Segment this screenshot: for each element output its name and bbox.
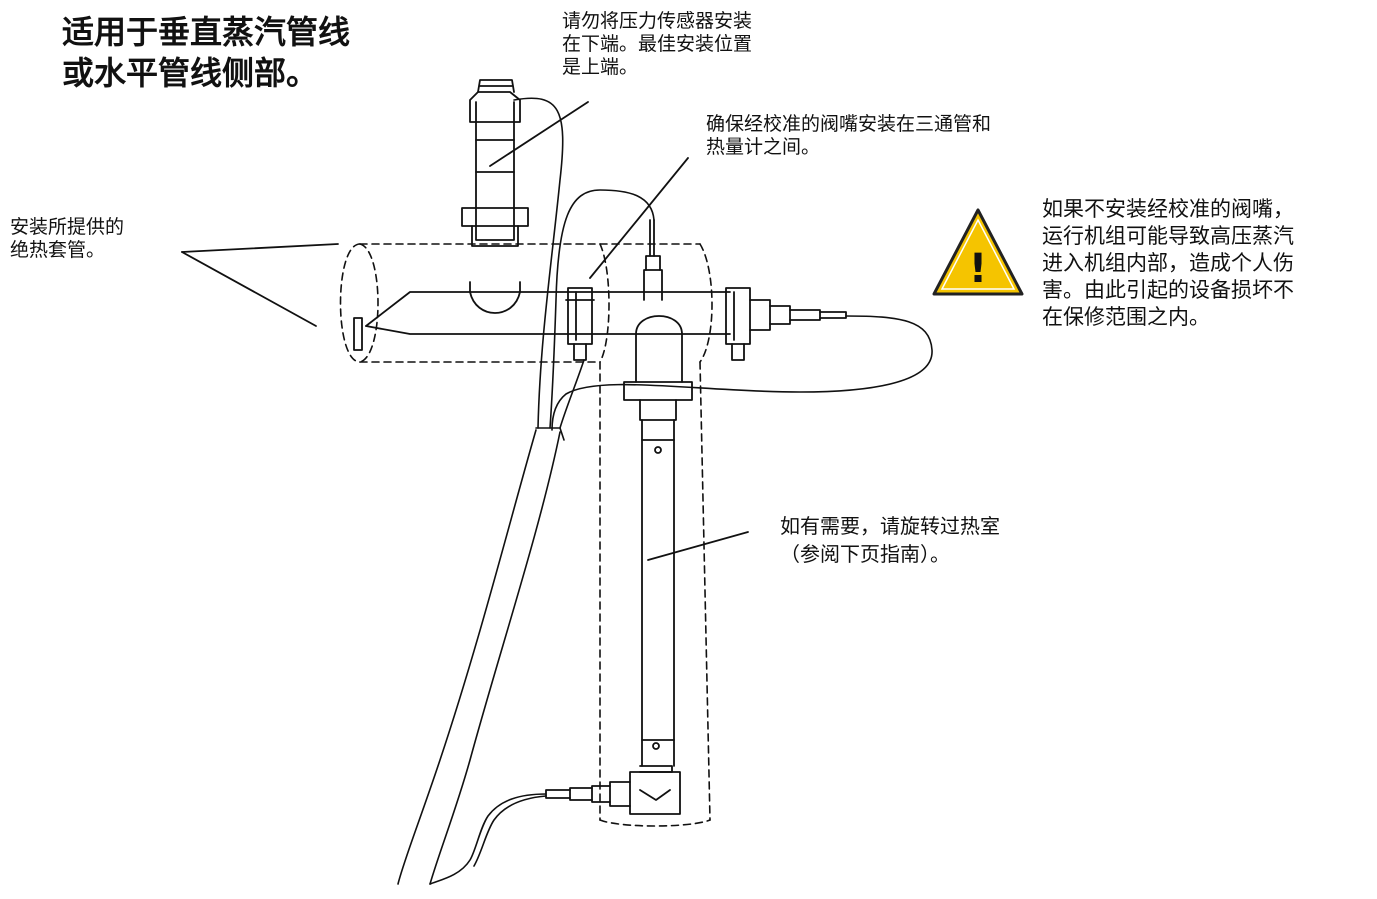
thermocouple-fitting-left xyxy=(565,287,595,361)
title-line-1: 适用于垂直蒸汽管线 xyxy=(62,13,351,51)
leader-line-orifice xyxy=(589,157,689,279)
rotate-callout: 如有需要，请旋转过热室 （参阅下页指南）。 xyxy=(780,512,1000,568)
insulation-callout-line-2: 绝热套管。 xyxy=(10,239,106,261)
warning-triangle-icon: ! xyxy=(930,206,1026,298)
pressure-sensor xyxy=(461,79,529,247)
rotate-callout-line-1: 如有需要，请旋转过热室 xyxy=(780,514,1000,538)
superheat-chamber xyxy=(623,381,693,767)
warning-text: 如果不安装经校准的阀嘴， 运行机组可能导致高压蒸汽 进入机组内部，造成个人伤 害… xyxy=(1042,196,1294,331)
warning-line-3: 进入机组内部，造成个人伤 xyxy=(1042,251,1294,275)
orifice-callout-line-2: 热量计之间。 xyxy=(706,136,821,158)
orifice-callout-line-1: 确保经校准的阀嘴安装在三通管和 xyxy=(706,113,992,135)
warning-line-5: 在保修范围之内。 xyxy=(1042,305,1210,329)
warning-line-2: 运行机组可能导致高压蒸汽 xyxy=(1042,224,1294,248)
leader-line-insulation-1 xyxy=(181,243,339,253)
cable-bundle xyxy=(397,97,933,885)
sensor-callout-line-1: 请勿将压力传感器安装 xyxy=(562,10,753,32)
bottom-elbow-fitting xyxy=(545,765,681,815)
sensor-callout-line-3: 是上端。 xyxy=(562,56,639,78)
rotate-callout-line-2: （参阅下页指南）。 xyxy=(780,542,950,566)
page-title: 适用于垂直蒸汽管线 或水平管线侧部。 xyxy=(62,12,402,94)
warning-line-4: 害。由此引起的设备损坏不 xyxy=(1042,278,1294,302)
tee-fitting xyxy=(635,219,683,383)
leader-line-rotate xyxy=(647,531,749,561)
warning-symbol: ! xyxy=(969,246,987,292)
sensor-callout: 请勿将压力传感器安装 在下端。最佳安装位置 是上端。 xyxy=(562,10,752,79)
horizontal-pipe xyxy=(353,281,731,351)
insulation-jacket-dashed xyxy=(339,243,713,827)
leader-line-sensor xyxy=(489,101,589,167)
leader-line-insulation-2 xyxy=(181,251,317,327)
title-line-2: 或水平管线侧部。 xyxy=(62,54,319,92)
insulation-callout-line-1: 安装所提供的 xyxy=(10,216,125,238)
sensor-callout-line-2: 在下端。最佳安装位置 xyxy=(562,33,753,55)
insulation-callout: 安装所提供的 绝热套管。 xyxy=(10,216,124,262)
orifice-callout: 确保经校准的阀嘴安装在三通管和 热量计之间。 xyxy=(706,113,991,159)
thermocouple-fitting-right xyxy=(725,287,847,361)
warning-line-1: 如果不安装经校准的阀嘴， xyxy=(1042,197,1294,221)
